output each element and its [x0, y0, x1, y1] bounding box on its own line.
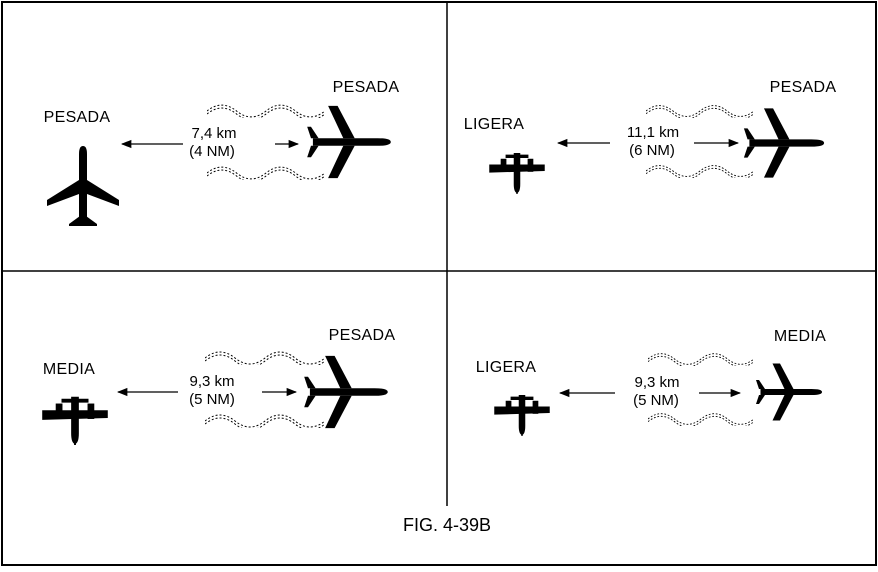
distance-km: 9,3 km	[634, 374, 679, 391]
panel-light-medium: LIGERA 9,3 km (5 NM) MEDIA	[476, 328, 826, 436]
wake-turbulence-icon	[648, 353, 754, 366]
panel-medium-heavy: MEDIA 9,3 km (5 NM) PESADA	[42, 327, 395, 445]
wake-turbulence-icon	[648, 413, 754, 426]
wake-turbulence-icon	[646, 105, 754, 118]
wake-turbulence-icon	[207, 166, 325, 180]
wake-turbulence-icon	[646, 165, 754, 178]
distance-nm: (6 NM)	[629, 142, 675, 159]
distance-nm: (5 NM)	[633, 392, 679, 409]
leader-label: MEDIA	[774, 328, 826, 345]
propeller-aircraft-icon	[494, 395, 550, 436]
panel-heavy-heavy: PESADA 7,4 km (4 NM) PESADA	[44, 79, 400, 226]
follower-label: PESADA	[44, 109, 111, 126]
distance-nm: (5 NM)	[189, 391, 235, 408]
follower-label: LIGERA	[476, 359, 537, 376]
medium-jet-icon	[756, 363, 822, 421]
follower-label: MEDIA	[43, 361, 95, 378]
propeller-aircraft-icon	[42, 396, 108, 445]
leader-label: PESADA	[333, 79, 400, 96]
distance-km: 7,4 km	[191, 125, 236, 142]
heavy-jet-icon	[307, 105, 391, 179]
leader-label: PESADA	[329, 327, 396, 344]
heavy-jet-icon	[304, 355, 388, 429]
figure-caption: FIG. 4-39B	[403, 515, 491, 535]
distance-nm: (4 NM)	[189, 143, 235, 160]
propeller-aircraft-icon	[489, 153, 545, 194]
distance-km: 9,3 km	[189, 373, 234, 390]
wake-turbulence-icon	[207, 104, 325, 118]
wake-turbulence-icon	[205, 351, 325, 365]
panel-light-heavy: LIGERA 11,1 km (6 NM) PESADA	[464, 79, 837, 194]
heavy-jet-icon	[743, 108, 825, 178]
leader-label: PESADA	[770, 79, 837, 96]
follower-label: LIGERA	[464, 116, 525, 133]
distance-km: 11,1 km	[627, 124, 679, 141]
heavy-jet-icon	[47, 146, 119, 226]
wake-turbulence-icon	[205, 414, 325, 428]
